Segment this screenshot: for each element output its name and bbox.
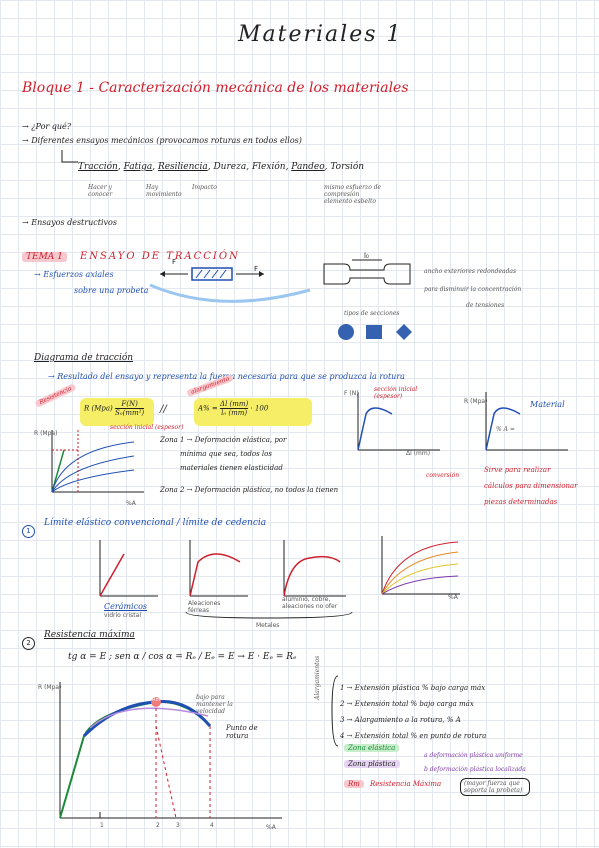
tick-4: 4 — [210, 822, 214, 829]
conversion-label: conversión — [426, 472, 460, 479]
formula-separator: // — [160, 404, 167, 415]
alarg-item-3: 3 → Alargamiento a la rotura, % A — [340, 716, 461, 724]
resistencia-chart — [59, 682, 282, 819]
intro-question: → ¿Por qué? — [22, 122, 72, 131]
alargamientos-label: Alargamientos — [314, 655, 321, 700]
force-left: F — [172, 258, 177, 266]
alarg-item-2: 2 → Extensión total % bajo carga máx — [340, 700, 474, 708]
rm-label: Rm — [344, 780, 364, 788]
punto-rotura: Punto de rotura — [226, 724, 258, 740]
aluminio-chart — [283, 540, 346, 597]
probeta-note2: para disminuir la concentración — [424, 286, 522, 293]
alarg-item-4: 4 → Extensión total % en punto de rotura — [340, 732, 487, 740]
tipo-traccion: Tracción — [78, 162, 118, 172]
probeta-shape-diagram — [323, 259, 411, 285]
page-title: Materiales 1 — [238, 22, 403, 47]
aluminio-label: aluminio, cobre, aleaciones no ofer — [282, 596, 338, 610]
formula-resistencia: R (Mpa) F(N) S₀(mm²) — [80, 398, 154, 426]
tipo-pandeo: Pandeo — [291, 162, 325, 172]
sirve3: piezas determinadas — [484, 498, 558, 506]
force-elongation-chart — [357, 392, 440, 451]
def-localizada: b deformación plástica localizada — [424, 766, 526, 773]
resistencia-title: Resistencia máxima — [44, 630, 135, 640]
formula-alargamiento: A% = Δl (mm) l₀ (mm) · 100 — [194, 398, 312, 426]
tipo-resiliencia: Resiliencia — [157, 162, 208, 172]
material-label: Material — [530, 400, 565, 409]
probeta-note3: de tensiones — [466, 302, 505, 309]
sub-resiliencia: Impacto — [192, 184, 217, 191]
bloque-heading: Bloque 1 - Caracterización mecánica de l… — [22, 80, 409, 96]
probeta-note1: ancho exteriores redondeadas — [424, 268, 517, 275]
def-uniforme: a deformación plástica uniforme — [424, 752, 523, 759]
zona-plastica: Zona plástica — [344, 760, 400, 768]
res-axis-r: R (Mpa) — [38, 684, 62, 691]
graph2-f: F (N) — [344, 390, 359, 397]
sub-traccion: Hacer y conocer — [88, 184, 113, 198]
blue-arrow-icon — [149, 283, 311, 303]
axis-a-label: %A — [126, 500, 136, 507]
comparison-axis-a: %A — [448, 594, 458, 601]
sub-pandeo: mismo esfuerzo de compresión elemento es… — [324, 184, 382, 205]
graph2-note: sección inicial (espesor) — [374, 386, 418, 400]
probeta-label: l₀ — [364, 252, 369, 260]
zona2: Zona 2 → Deformación plástica, no todos … — [160, 486, 339, 494]
tema-line1: → Esfuerzos axiales — [34, 270, 114, 279]
resistencia-num: 2 — [22, 630, 35, 650]
tema-tag: TEMA 1 — [22, 252, 67, 262]
intro-ensayos: → Diferentes ensayos mecánicos (provocam… — [22, 136, 302, 145]
aleaciones-label: Aleaciones férreas — [188, 600, 221, 614]
tag-resistencia: Resistencia — [34, 383, 77, 408]
tick-2: 2 — [156, 822, 160, 829]
tension-curves-chart — [51, 430, 144, 493]
force-right: F — [254, 265, 259, 273]
graph3-r: R (Mpa) — [464, 398, 488, 405]
secciones-label: tipos de secciones — [344, 310, 400, 317]
limite-title: Límite elástico convencional / límite de… — [44, 518, 267, 528]
probeta-axial-diagram — [160, 267, 264, 281]
ceramicos-chart — [99, 540, 158, 597]
resistencia-eq: tg α = E ; sen α / cos α = Rₑ / Eₑ = E →… — [68, 652, 297, 662]
diagrama-title: Diagrama de tracción — [34, 353, 134, 363]
alargamientos-brace-icon — [331, 675, 339, 747]
sirve2: cálculos para dimensionar — [484, 482, 578, 490]
tipo-torsion: Torsión — [330, 162, 365, 172]
rm-marker: Rm — [152, 697, 161, 703]
ceramicos-label: Cerámicos — [104, 602, 147, 611]
axis-r-label: R (Mpa) — [34, 430, 58, 437]
note-bajo: bajo para mantener la velocidad — [196, 694, 233, 715]
alarg-item-1: 1 → Extensión plástica % bajo carga máx — [340, 684, 486, 692]
metales-label: Metales — [256, 622, 280, 629]
destructivos: → Ensayos destructivos — [22, 218, 117, 227]
tick-3: 3 — [176, 822, 180, 829]
aleaciones-chart — [189, 540, 248, 597]
tema-line2: sobre una probeta — [74, 286, 149, 295]
rm-def: Resistencia Máxima — [370, 780, 442, 788]
arrow-down-right-icon — [61, 150, 78, 163]
graph3-a: % A = — [496, 426, 515, 433]
graph2-dl: Δl (mm) — [406, 450, 431, 457]
rm-note: (mayor fuerza que soporta la probeta) — [460, 778, 530, 796]
zona1: Zona 1 → Deformación elástica, por — [160, 436, 287, 444]
stress-strain-chart — [485, 392, 568, 451]
tipo-flexion: Flexión — [251, 162, 286, 172]
zona-elastica: Zona elástica — [344, 744, 400, 752]
ensayo-types: Tracción, Fatiga, Resiliencia, Dureza, F… — [78, 162, 365, 172]
zona1c: materiales tienen elasticidad — [180, 464, 283, 472]
metales-brace-icon — [185, 611, 353, 619]
tipo-dureza: Dureza — [213, 162, 247, 172]
seccion-inicial-note: sección inicial (espesor) — [110, 424, 184, 431]
tick-1: 1 — [100, 822, 104, 829]
sections-icons — [338, 324, 412, 340]
res-axis-a: %A — [266, 824, 276, 831]
ceramicos-sub: vidrio cristal — [104, 612, 141, 619]
comparison-chart — [381, 536, 460, 595]
tipo-fatiga: Fatiga — [123, 162, 153, 172]
sub-fatiga: Hay movimiento — [146, 184, 182, 198]
zona1b: mínima que sea, todos los — [180, 450, 272, 458]
limite-num: 1 — [22, 518, 35, 538]
tema-title: ENSAYO DE TRACCIÓN — [80, 251, 240, 262]
sirve1: Sirve para realizar — [484, 466, 551, 474]
